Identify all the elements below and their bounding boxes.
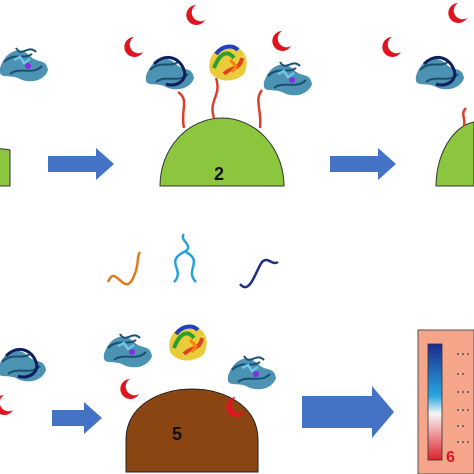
dna-strand-icon <box>239 258 279 289</box>
step-4-group <box>0 347 48 415</box>
protein-ribbon-icon <box>262 60 314 97</box>
process-arrow-icon <box>330 148 396 180</box>
linker <box>211 77 219 119</box>
green-bead <box>435 121 474 187</box>
dna-strand-icon <box>106 251 142 286</box>
step-5-group: 5 <box>102 233 279 473</box>
crescent-ligand-icon <box>120 379 139 399</box>
step-6-panel: 6 <box>417 329 474 474</box>
crescent-ligand-icon <box>186 5 205 25</box>
step-label: 5 <box>172 424 182 444</box>
crescent-ligand-icon <box>448 3 467 23</box>
green-bead <box>0 148 11 187</box>
step-3-group <box>382 3 474 187</box>
result-panel-background <box>417 329 474 474</box>
linker <box>462 107 467 127</box>
process-arrow-icon <box>48 148 114 180</box>
signal-dots <box>457 353 469 443</box>
crescent-ligand-icon <box>272 31 291 51</box>
crescent-ligand-icon <box>124 37 143 57</box>
protein-ribbon-icon <box>226 354 278 391</box>
crescent-ligand-icon <box>0 395 14 415</box>
rainbow-protein-icon <box>207 43 249 83</box>
step-label: 2 <box>214 164 224 184</box>
step-2-group: 2 <box>124 5 314 187</box>
protein-ribbon-icon <box>144 55 196 91</box>
linker <box>257 89 264 129</box>
linker <box>177 90 186 129</box>
crescent-ligand-icon <box>382 37 401 57</box>
color-scale-bar <box>427 343 443 461</box>
rainbow-protein-icon <box>167 323 209 363</box>
process-arrow-icon <box>302 386 394 438</box>
protein-ribbon-icon <box>414 55 466 91</box>
protein-ribbon-icon <box>0 347 48 383</box>
step-label: 6 <box>446 449 455 466</box>
process-arrow-icon <box>52 402 102 434</box>
protein-ribbon-icon <box>0 46 50 83</box>
green-bead <box>159 117 285 187</box>
dna-strand-icon <box>173 233 197 283</box>
brown-bead <box>125 388 259 473</box>
protein-ribbon-icon <box>102 332 154 369</box>
step-1-group <box>0 46 50 187</box>
